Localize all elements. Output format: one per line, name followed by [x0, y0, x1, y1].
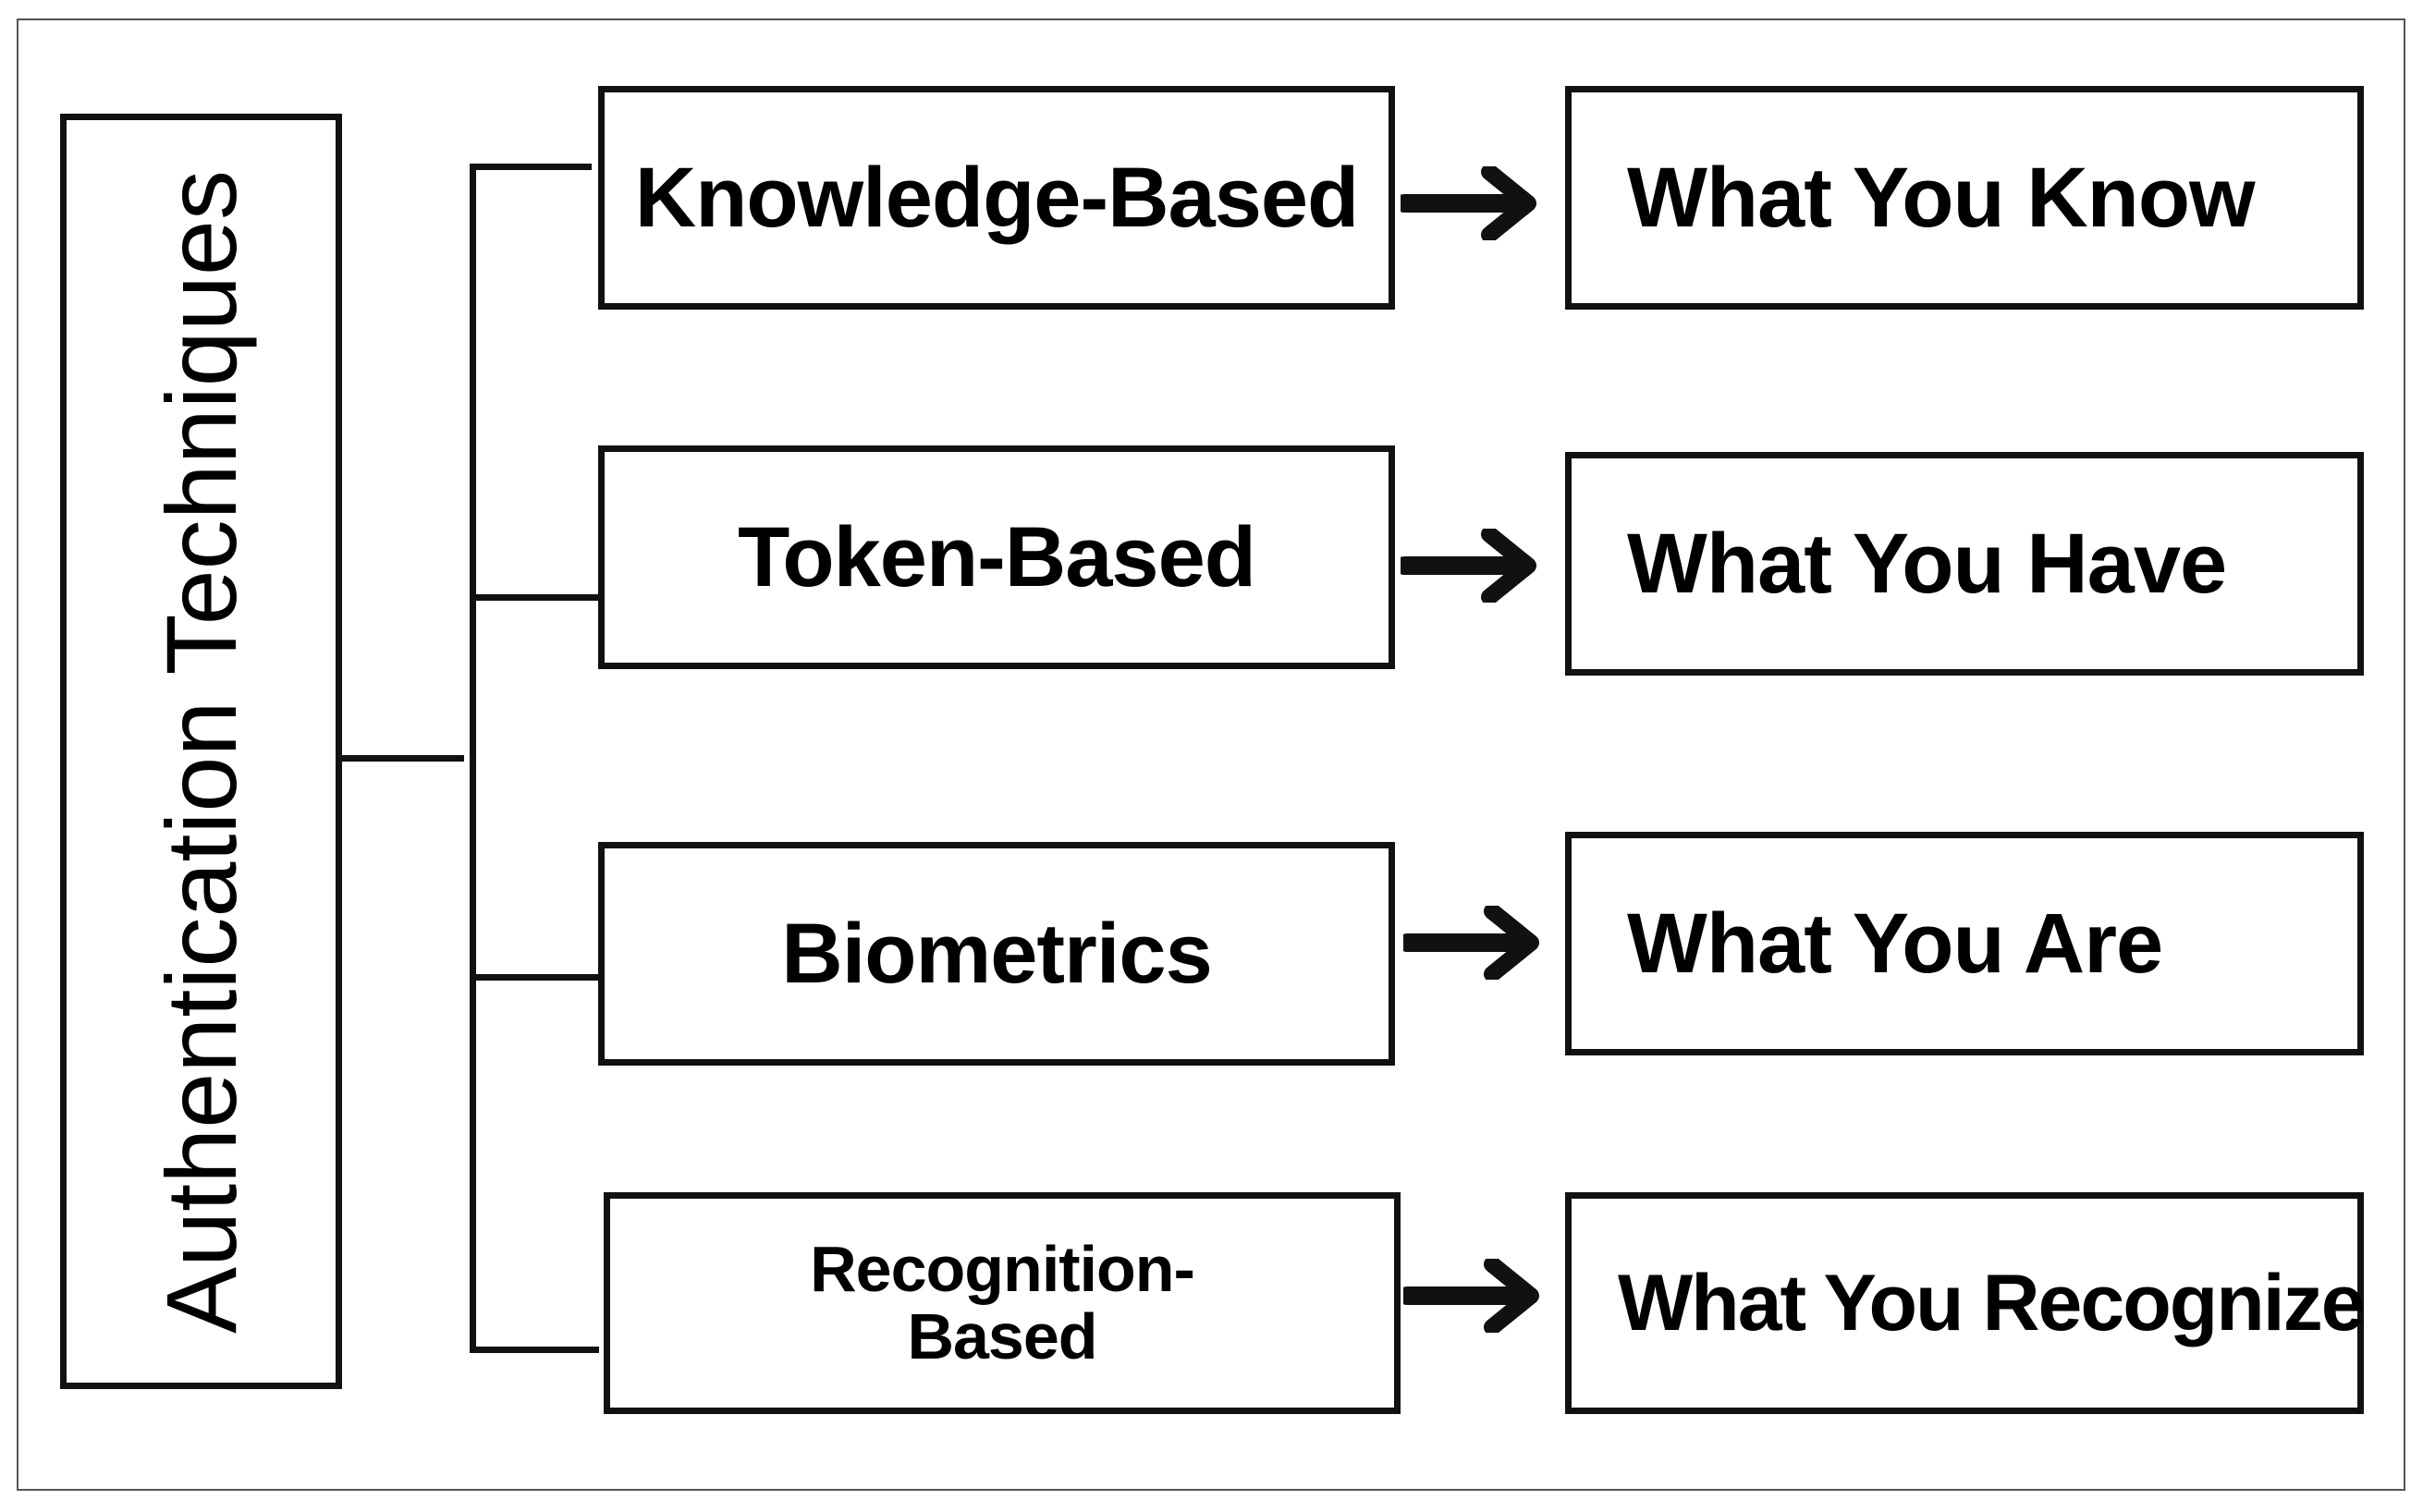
outcome-label: What You Know	[1627, 150, 2256, 245]
method-label: Knowledge-Based	[634, 150, 1359, 245]
branch-connector-3	[470, 974, 599, 981]
method-box-biometrics: Biometrics	[598, 842, 1395, 1066]
outcome-box-what-you-have: What You Have	[1565, 452, 2364, 676]
outcome-label: What You Are	[1627, 896, 2163, 991]
outcome-box-what-you-are: What You Are	[1565, 832, 2364, 1055]
outcome-label: What You Have	[1627, 516, 2227, 611]
branch-connector-1	[470, 164, 592, 170]
root-node: Authentication Techniques	[60, 114, 342, 1389]
arrow-right-icon	[1403, 1259, 1539, 1333]
branch-connector-2	[470, 594, 599, 601]
outcome-box-what-you-recognize: What You Recognize	[1565, 1192, 2366, 1414]
branch-connector-4	[470, 1347, 599, 1353]
method-box-knowledge-based: Knowledge-Based	[598, 86, 1395, 310]
method-box-token-based: Token-Based	[598, 445, 1395, 669]
method-box-recognition-based: Recognition- Based	[604, 1192, 1401, 1414]
method-label: Biometrics	[781, 906, 1212, 1001]
outcome-label: What You Recognize	[1618, 1258, 2366, 1347]
arrow-right-icon	[1403, 906, 1539, 980]
root-connector-line	[342, 755, 464, 762]
arrow-right-icon	[1401, 166, 1536, 240]
root-label: Authentication Techniques	[145, 169, 257, 1334]
arrow-right-icon	[1401, 529, 1536, 603]
method-label: Recognition- Based	[810, 1232, 1195, 1372]
outcome-box-what-you-know: What You Know	[1565, 86, 2364, 310]
method-label: Token-Based	[738, 509, 1256, 604]
bracket-vertical-line	[470, 164, 476, 1352]
diagram-frame	[17, 18, 2405, 1491]
